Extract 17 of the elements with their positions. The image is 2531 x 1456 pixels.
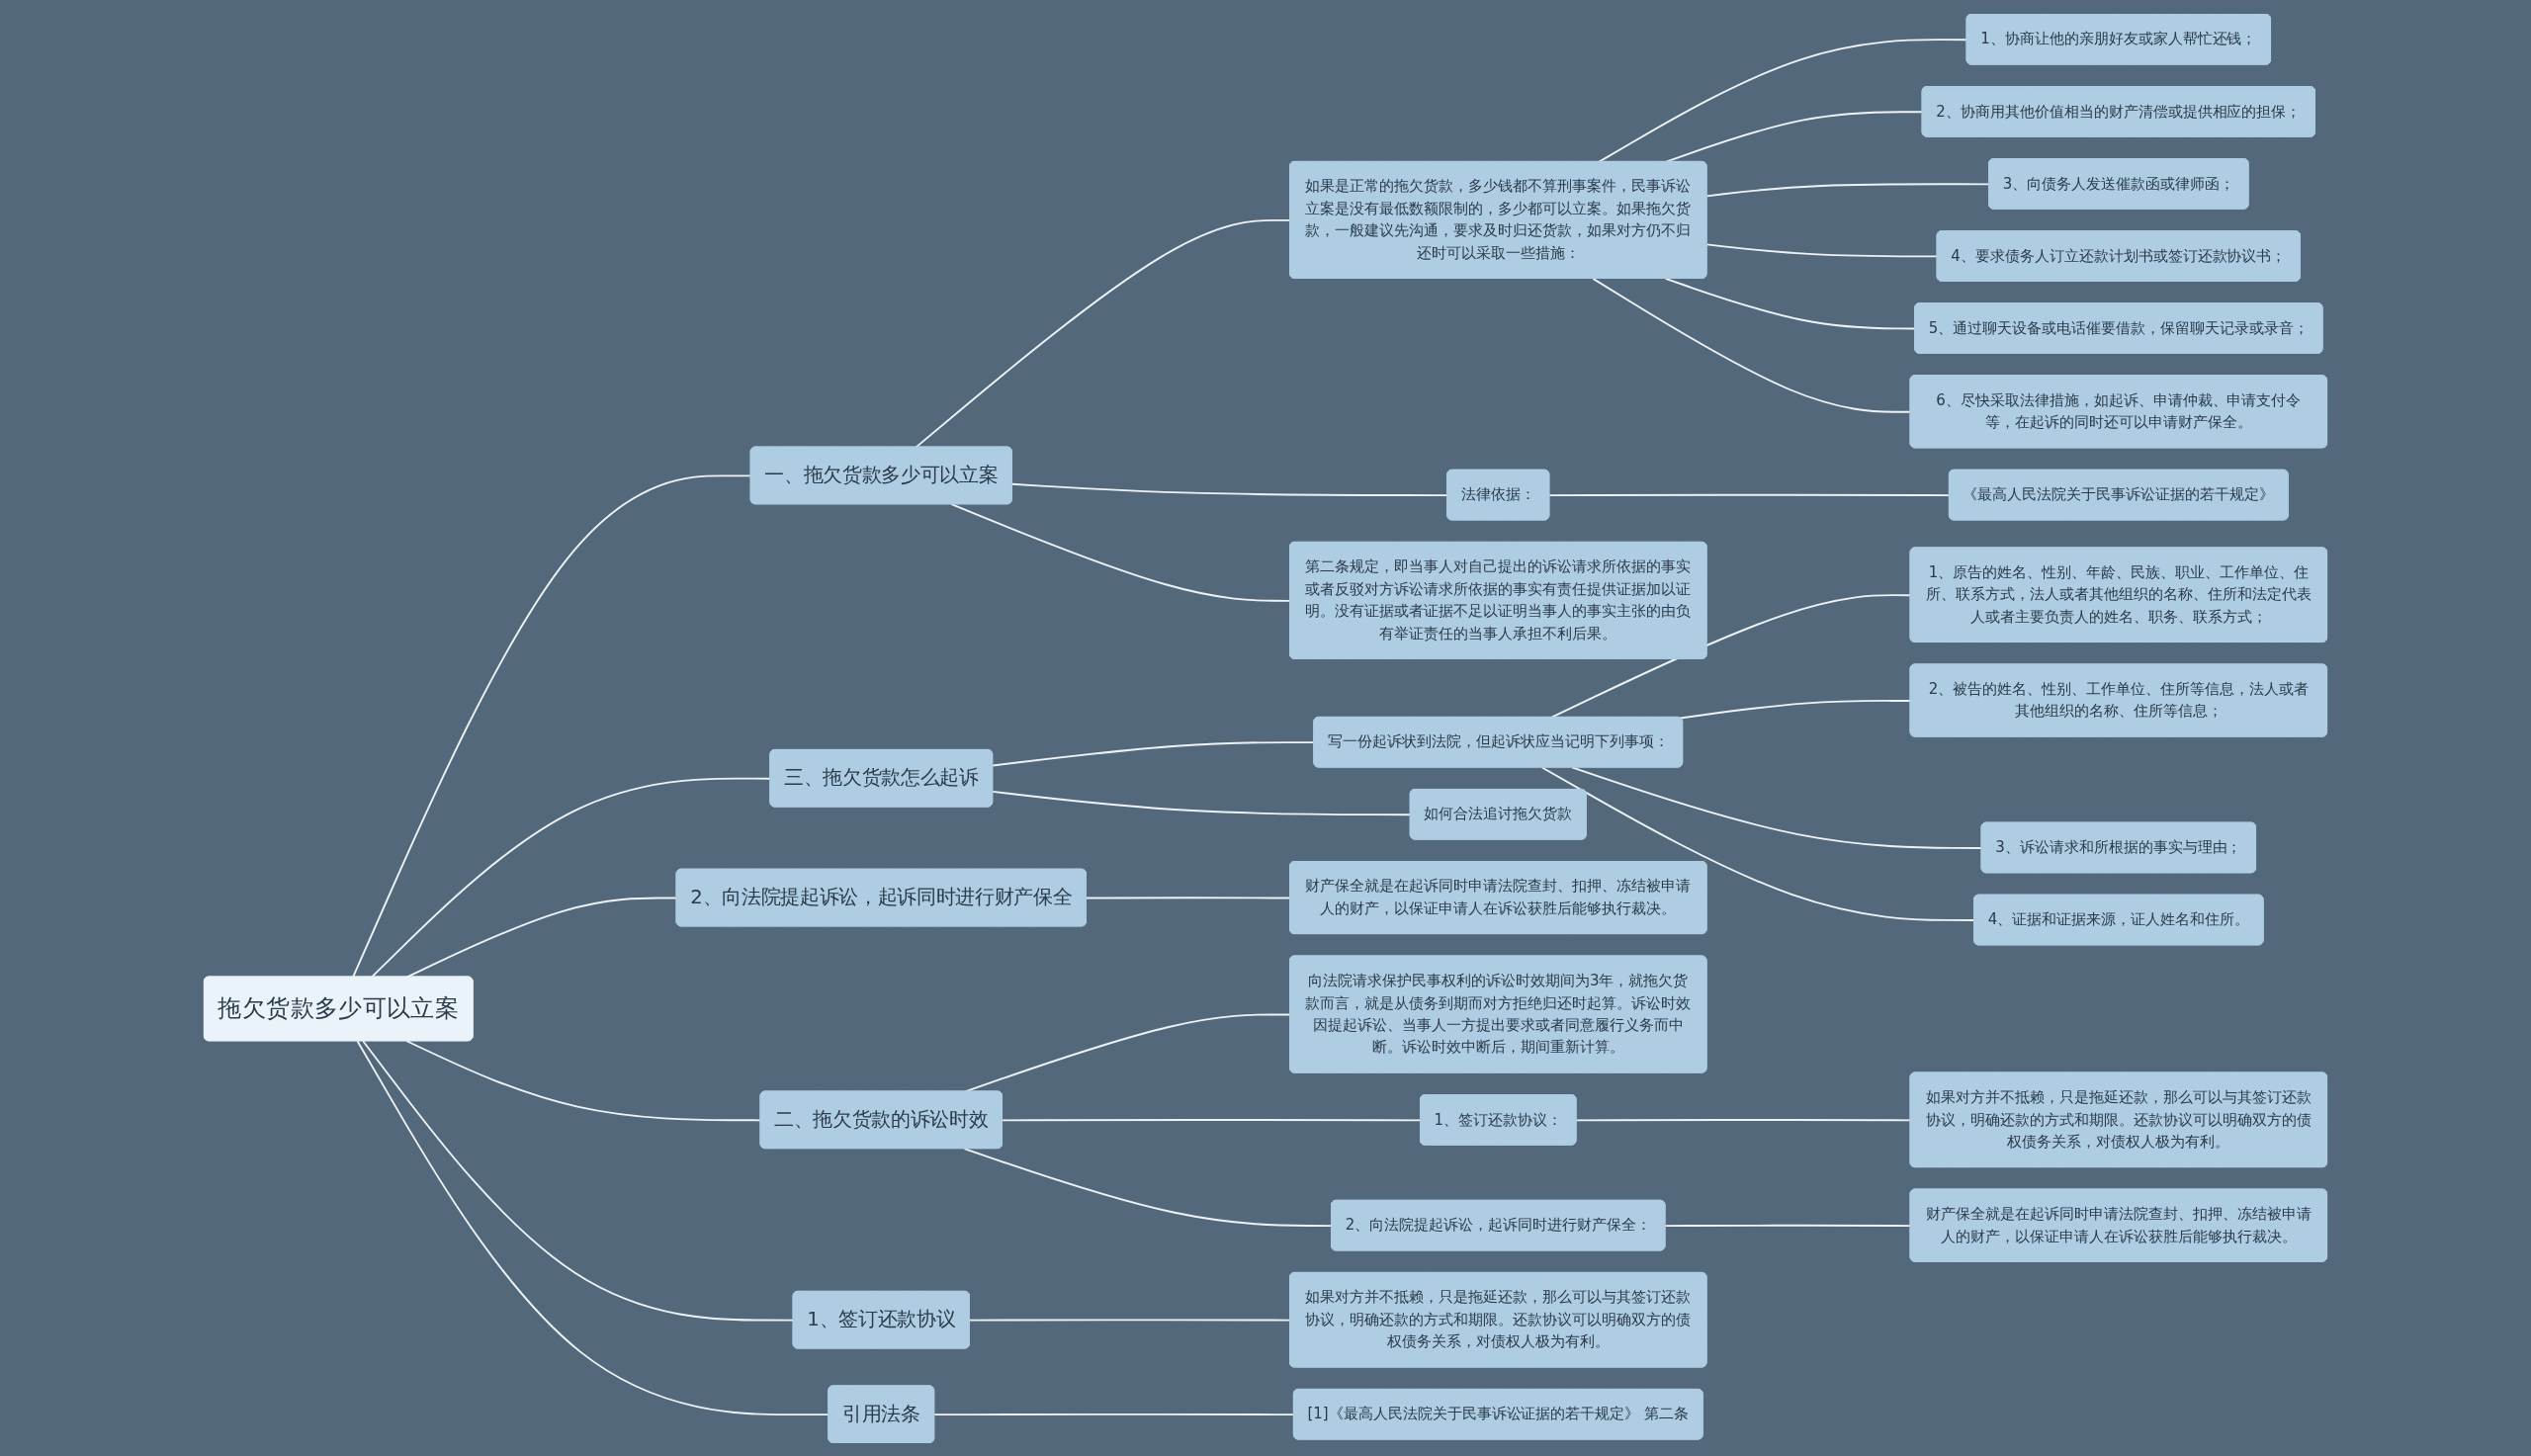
connector: [933, 1413, 1295, 1415]
connector: [1705, 182, 1990, 197]
connector: [1575, 1118, 1912, 1121]
connector: [1664, 1224, 1912, 1227]
connector: [969, 1318, 1291, 1322]
connector: [1086, 896, 1291, 899]
connector: [963, 1147, 1333, 1227]
connector: [362, 1039, 795, 1322]
connector: [405, 1039, 762, 1121]
connector: [1705, 243, 1939, 257]
connector: [1571, 766, 1983, 849]
connector: [1002, 1118, 1422, 1121]
connector: [992, 790, 1412, 815]
connector: [1592, 277, 1912, 413]
connector: [950, 502, 1291, 602]
connector: [1679, 699, 1912, 719]
connector: [1548, 493, 1951, 496]
